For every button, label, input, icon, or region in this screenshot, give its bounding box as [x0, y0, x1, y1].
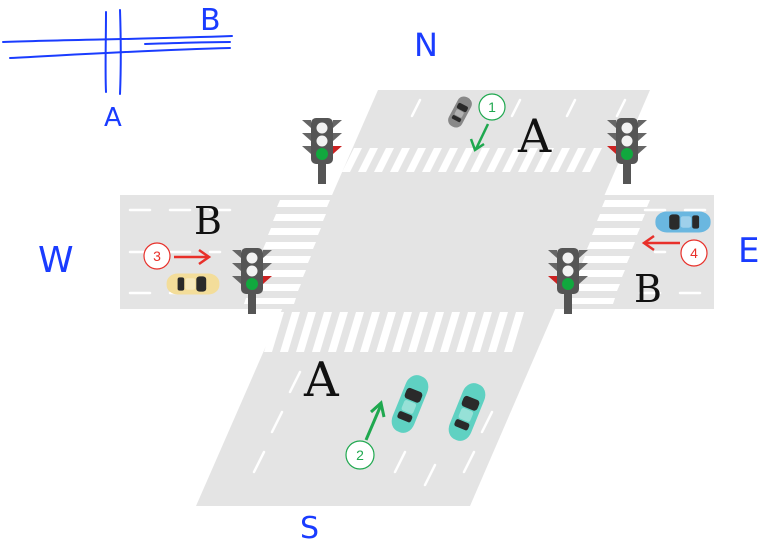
- marker-4: 4: [680, 239, 708, 267]
- marker-4-label: 4: [690, 245, 698, 261]
- blue-car: [655, 211, 711, 233]
- road-label-north: A: [517, 109, 552, 163]
- yellow-car: [166, 273, 220, 295]
- crosswalk-west: [244, 200, 330, 304]
- sketch-label-a: A: [104, 103, 122, 133]
- marker-2: 2: [345, 440, 375, 470]
- road-label-east: B: [634, 267, 662, 311]
- marker-1: 1: [478, 93, 506, 121]
- red-arrow-3: [174, 248, 212, 266]
- compass-east: E: [738, 231, 759, 271]
- traffic-light-north-west: [302, 118, 342, 184]
- compass-north: N: [414, 26, 438, 64]
- sketch-label-b: B: [200, 3, 221, 38]
- marker-3: 3: [143, 242, 171, 270]
- crosswalk-south: [264, 312, 524, 352]
- marker-1-label: 1: [488, 99, 496, 115]
- road-label-south: A: [303, 352, 340, 408]
- red-arrow-4: [641, 234, 680, 252]
- crosswalk-north: [342, 148, 602, 172]
- crosswalk-east: [568, 200, 650, 304]
- marker-2-label: 2: [356, 447, 364, 463]
- compass-west: W: [38, 240, 74, 281]
- sketch-map: [2, 9, 233, 95]
- road-label-west: B: [194, 199, 222, 243]
- compass-south: S: [300, 511, 319, 542]
- green-arrow-1: [469, 123, 490, 152]
- marker-3-label: 3: [153, 248, 161, 264]
- green-arrow-2: [364, 400, 386, 441]
